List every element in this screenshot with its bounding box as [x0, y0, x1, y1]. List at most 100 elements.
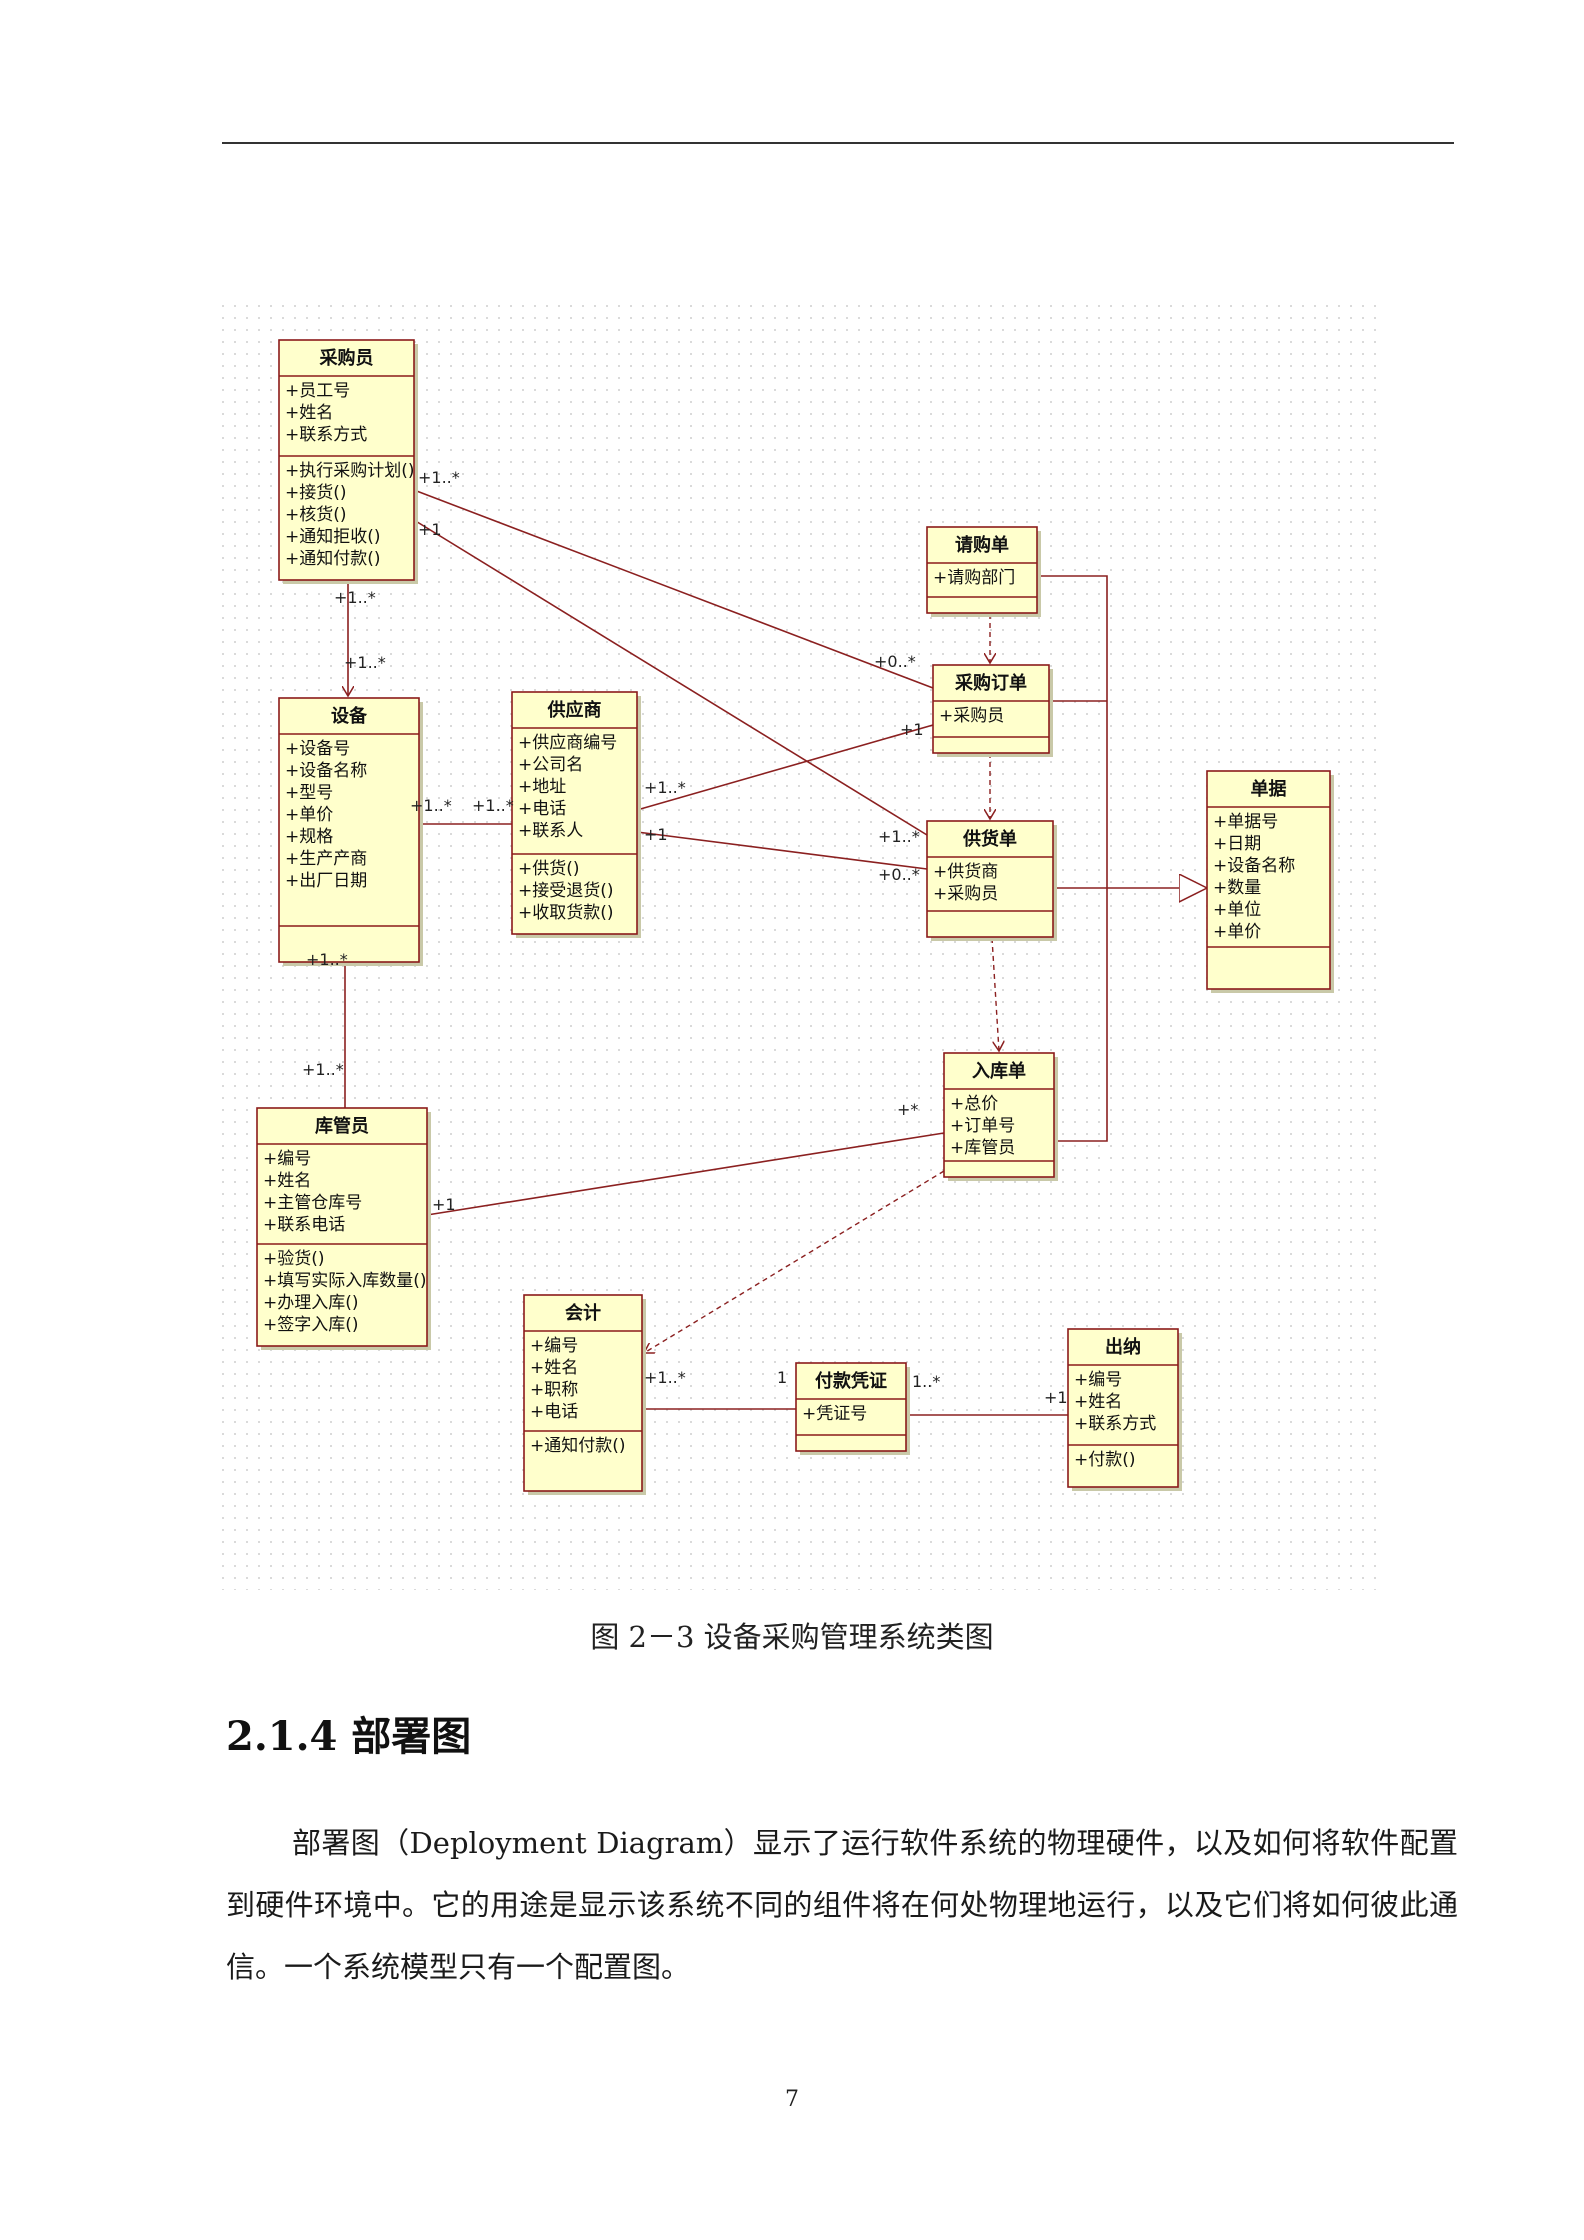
- header-rule: [222, 142, 1454, 144]
- generalization-connector: [1037, 575, 1108, 1142]
- class-diagram: 采购员+员工号+姓名+联系方式+执行采购计划()+接货()+核货()+通知拒收(…: [222, 305, 1382, 1590]
- class-operation: +供货(): [518, 859, 580, 879]
- class-attribute: +凭证号: [802, 1404, 867, 1424]
- class-name: 会计: [565, 1302, 601, 1324]
- multiplicity-label: +1..*: [306, 950, 348, 969]
- class-box: [943, 1052, 1055, 1178]
- multiplicity-label: +1..*: [410, 796, 452, 815]
- class-box: [926, 820, 1054, 938]
- class-supplier: 供应商+供应商编号+公司名+地址+电话+联系人+供货()+接受退货()+收取货款…: [511, 691, 641, 938]
- class-attribute: +单位: [1213, 900, 1261, 920]
- multiplicity-label: +1: [1044, 1388, 1068, 1407]
- class-box: [256, 1107, 428, 1347]
- figure-caption: 图 2－3 设备采购管理系统类图: [590, 1620, 994, 1654]
- class-attribute: +主管仓库号: [263, 1193, 362, 1213]
- multiplicity-label: +1..*: [344, 653, 386, 672]
- class-operation: +收取货款(): [518, 903, 614, 923]
- class-attribute: +电话: [530, 1402, 578, 1422]
- class-box: [278, 339, 415, 581]
- class-attribute: +供货商: [933, 862, 998, 882]
- multiplicity-label: +0..*: [874, 652, 916, 671]
- multiplicity-label: +1..*: [878, 827, 920, 846]
- class-attribute: +联系方式: [285, 425, 367, 445]
- class-attribute: +总价: [950, 1094, 998, 1114]
- multiplicity-label: +1..*: [644, 1368, 686, 1387]
- multiplicity-label: 1..*: [912, 1372, 940, 1391]
- class-name: 入库单: [972, 1060, 1026, 1082]
- class-request: 请购单 +请购部门: [926, 526, 1041, 617]
- class-equipment: 设备+设备号+设备名称+型号+单价+规格+生产产商+出厂日期: [278, 697, 423, 966]
- class-name: 付款凭证: [815, 1370, 887, 1392]
- multiplicity-label: +1..*: [644, 778, 686, 797]
- class-attribute: +请购部门: [933, 568, 1015, 588]
- page-number: 7: [785, 2087, 799, 2112]
- class-attribute: +设备名称: [1213, 856, 1295, 876]
- class-name: 请购单: [955, 534, 1009, 556]
- class-attribute: +编号: [530, 1336, 578, 1356]
- multiplicity-label: +1: [644, 825, 668, 844]
- class-attribute: +采购员: [933, 884, 998, 904]
- class-keeper: 库管员+编号+姓名+主管仓库号+联系电话+验货()+填写实际入库数量()+办理入…: [256, 1107, 431, 1350]
- class-attribute: +库管员: [950, 1138, 1015, 1158]
- class-attribute: +出厂日期: [285, 871, 367, 891]
- class-operation: +接货(): [285, 483, 347, 503]
- class-operation: +执行采购计划(): [285, 461, 415, 481]
- class-attribute: +日期: [1213, 834, 1261, 854]
- class-box: [795, 1362, 907, 1452]
- class-attribute: +型号: [285, 783, 333, 803]
- class-name: 设备: [331, 705, 368, 727]
- assoc-buyer-delivery: [413, 519, 928, 836]
- multiplicity-label: 1: [777, 1368, 787, 1387]
- class-name: 供应商: [547, 699, 602, 721]
- class-cashier: 出纳+编号+姓名+联系方式+付款(): [1067, 1328, 1182, 1491]
- class-box: [278, 697, 420, 963]
- multiplicity-label: +1..*: [418, 468, 460, 487]
- class-buyer: 采购员+员工号+姓名+联系方式+执行采购计划()+接货()+核货()+通知拒收(…: [278, 339, 418, 584]
- class-attribute: +联系方式: [1074, 1414, 1156, 1434]
- multiplicity-label: +1: [432, 1195, 456, 1214]
- multiplicity-label: +1..*: [302, 1060, 344, 1079]
- multiplicity-label: +0..*: [878, 865, 920, 884]
- class-box: [926, 526, 1038, 614]
- multiplicity-label: +*: [897, 1100, 918, 1119]
- class-attribute: +职称: [530, 1380, 578, 1400]
- class-attribute: +姓名: [263, 1171, 311, 1191]
- class-attribute: +公司名: [518, 755, 583, 775]
- dependency-warehouse-accountant: [644, 1170, 945, 1353]
- class-voucher: 付款凭证 +凭证号: [795, 1362, 910, 1455]
- assoc-buyer-order: [413, 489, 934, 689]
- class-attribute: +订单号: [950, 1116, 1015, 1136]
- multiplicity-label: +1: [418, 520, 442, 539]
- class-attribute: +编号: [1074, 1370, 1122, 1390]
- class-attribute: +生产产商: [285, 849, 367, 869]
- assoc-keeper-warehouse: [426, 1132, 945, 1216]
- class-attribute: +单价: [1213, 922, 1261, 942]
- class-delivery: 供货单+供货商+采购员: [926, 820, 1057, 941]
- class-operation: +核货(): [285, 505, 347, 525]
- dependency-delivery-warehouse: [991, 937, 999, 1051]
- class-operation: +办理入库(): [263, 1293, 359, 1313]
- class-warehouse: 入库单 +总价+订单号+库管员: [943, 1052, 1058, 1181]
- class-name: 采购订单: [954, 672, 1027, 694]
- class-attribute: +规格: [285, 827, 333, 847]
- class-attribute: +地址: [518, 777, 566, 797]
- section-paragraph: 部署图（Deployment Diagram）显示了运行软件系统的物理硬件，以及…: [226, 1826, 1458, 1984]
- class-operation: +付款(): [1074, 1450, 1136, 1470]
- class-attribute: +单价: [285, 805, 333, 825]
- class-accountant: 会计 +编号+姓名+职称+电话 +通知付款(): [523, 1294, 646, 1495]
- class-operation: +通知付款(): [530, 1436, 626, 1456]
- class-order: 采购订单 +采购员: [932, 664, 1053, 757]
- class-name: 库管员: [315, 1115, 369, 1137]
- assoc-supplier-delivery: [636, 831, 928, 870]
- class-attribute: +单据号: [1213, 812, 1278, 832]
- multiplicity-label: +1..*: [472, 796, 514, 815]
- class-attribute: +姓名: [530, 1358, 578, 1378]
- class-operation: +通知拒收(): [285, 527, 381, 547]
- class-box: [511, 691, 638, 935]
- class-name: 出纳: [1105, 1336, 1141, 1358]
- class-operation: +接受退货(): [518, 881, 614, 901]
- class-attribute: +采购员: [939, 706, 1004, 726]
- class-name: 单据: [1251, 778, 1287, 800]
- class-attribute: +供应商编号: [518, 733, 617, 753]
- class-attribute: +编号: [263, 1149, 311, 1169]
